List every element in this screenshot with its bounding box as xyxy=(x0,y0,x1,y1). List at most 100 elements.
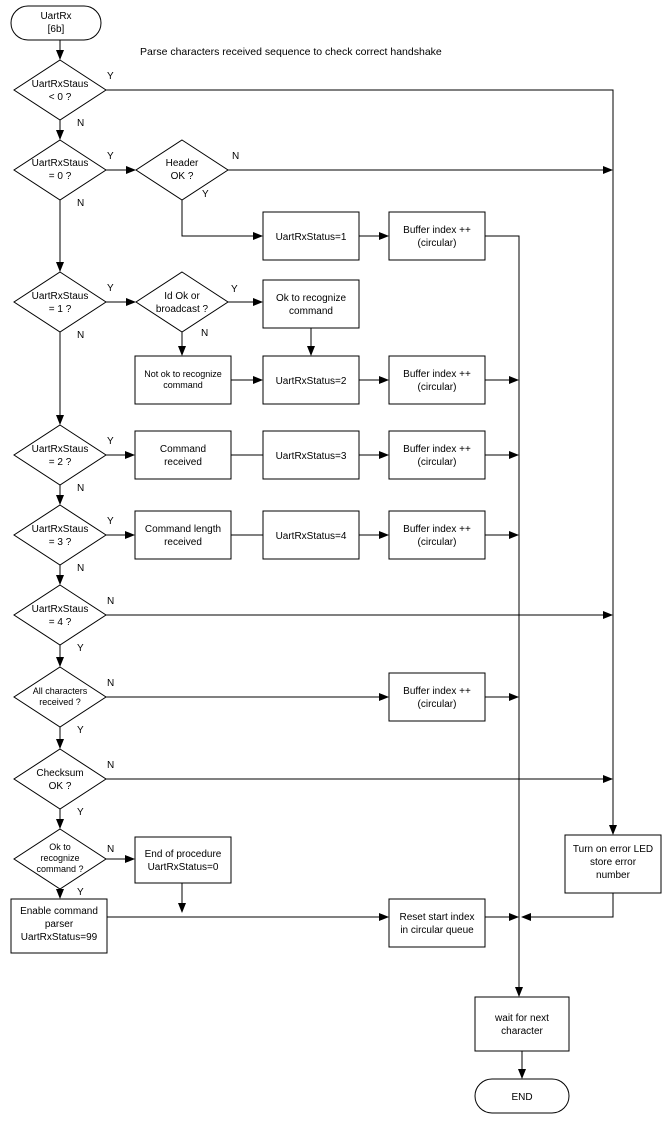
label-line: received ? xyxy=(39,697,81,707)
branch-label-n: N xyxy=(107,678,114,689)
branch-label-n: N xyxy=(77,563,84,574)
label-line: Ok to recognize xyxy=(276,293,346,304)
branch-labels: Y N Y N N Y Y N Y N Y N Y N N Y N Y N Y … xyxy=(77,71,239,898)
process-not-ok-recognize xyxy=(134,355,232,405)
process-buf1-label: Buffer index ++ (circular) xyxy=(403,225,471,249)
label-line: Turn on error LED xyxy=(573,844,653,855)
label-line: UartRxStatus=99 xyxy=(21,932,98,943)
label-line: Command length xyxy=(145,524,221,535)
branch-label-n: N xyxy=(77,483,84,494)
branch-label-y: Y xyxy=(107,151,114,162)
edge xyxy=(106,89,617,835)
label-line: number xyxy=(596,870,631,881)
branch-label-y: Y xyxy=(77,887,84,898)
label-line: (circular) xyxy=(418,537,457,548)
branch-label-n: N xyxy=(107,760,114,771)
branch-label-y: Y xyxy=(107,283,114,294)
branch-label-y: Y xyxy=(77,643,84,654)
label-line: Reset start index xyxy=(399,912,474,923)
decision-status-lt0 xyxy=(13,59,107,121)
label-line: = 4 ? xyxy=(49,617,72,628)
label-line: Enable command xyxy=(20,906,98,917)
branch-label-y: Y xyxy=(107,71,114,82)
label-line: UartRxStaus xyxy=(32,444,89,455)
process-status4-label: UartRxStatus=4 xyxy=(276,531,347,542)
process-cmd-len-received-label: Command length received xyxy=(145,524,221,548)
branch-label-n: N xyxy=(77,198,84,209)
label-line: parser xyxy=(45,919,74,930)
label-line: UartRxStaus xyxy=(32,524,89,535)
label-line: character xyxy=(501,1026,543,1037)
label-line: OK ? xyxy=(49,781,72,792)
label-line: UartRxStaus xyxy=(32,158,89,169)
label-line: command xyxy=(289,306,333,317)
label-line: UartRxStatus=0 xyxy=(148,862,219,873)
process-ok-recognize-label: Ok to recognize command xyxy=(276,293,346,317)
start-terminal xyxy=(10,5,102,41)
process-buf5 xyxy=(388,672,486,722)
label-line: UartRxStaus xyxy=(32,291,89,302)
edge xyxy=(521,893,614,921)
label-line: Buffer index ++ xyxy=(403,686,471,697)
label-line: Buffer index ++ xyxy=(403,225,471,236)
end-terminal xyxy=(474,1078,570,1114)
branch-label-y: Y xyxy=(231,284,238,295)
label-line: End of procedure xyxy=(145,849,222,860)
label-line: < 0 ? xyxy=(49,92,72,103)
decision-checksum-label: Checksum OK ? xyxy=(36,768,83,792)
process-reset-index xyxy=(388,898,486,948)
connectors xyxy=(56,40,617,1079)
label-line: (circular) xyxy=(418,457,457,468)
decision-status-eq4-label: UartRxStaus= 4 ? xyxy=(32,604,89,628)
start-terminal-label: UartRx[6b] xyxy=(40,11,71,35)
decision-status-eq0-label: UartRxStaus = 0 ? xyxy=(32,158,89,182)
label-line: = 2 ? xyxy=(49,457,72,468)
process-buf3 xyxy=(388,430,486,480)
label-line: = 0 ? xyxy=(49,171,72,182)
process-status1 xyxy=(262,211,360,261)
label-line: Header xyxy=(166,158,199,169)
branch-label-y: Y xyxy=(202,189,209,200)
label-line: command xyxy=(163,380,203,390)
label-line: Buffer index ++ xyxy=(403,524,471,535)
process-end-procedure xyxy=(134,836,232,884)
label-line: Not ok to recognize xyxy=(144,369,222,379)
branch-label-n: N xyxy=(107,596,114,607)
branch-label-n: N xyxy=(107,844,114,855)
label-line: Checksum xyxy=(36,768,83,779)
label-line: received xyxy=(164,457,202,468)
label-line: Id Ok or xyxy=(164,291,200,302)
branch-label-y: Y xyxy=(107,516,114,527)
process-status1-label: UartRxStatus=1 xyxy=(276,232,347,243)
label-line: (circular) xyxy=(418,238,457,249)
label-line: UartRxStatus=3 xyxy=(276,451,347,462)
process-buf4-label: Buffer index ++ (circular) xyxy=(403,524,471,548)
branch-label-n: N xyxy=(77,118,84,129)
label-line: (circular) xyxy=(418,699,457,710)
label-line: END xyxy=(511,1092,532,1103)
label-line: Command xyxy=(160,444,206,455)
decision-status-eq3-label: UartRxStaus= 3 ? xyxy=(32,524,89,548)
label-line: received xyxy=(164,537,202,548)
process-status2 xyxy=(262,355,360,405)
decision-status-eq0 xyxy=(13,139,107,201)
label-line: [6b] xyxy=(48,24,65,35)
branch-label-n: N xyxy=(77,330,84,341)
label-line: = 1 ? xyxy=(49,304,72,315)
edge xyxy=(485,235,523,997)
process-status3 xyxy=(262,430,360,480)
process-status4 xyxy=(262,510,360,560)
decision-status-eq2-label: UartRxStaus = 2 ? xyxy=(32,444,89,468)
decision-status-lt0-label: UartRxStaus< 0 ? xyxy=(32,79,89,103)
process-buf4 xyxy=(388,510,486,560)
process-wait-next xyxy=(474,996,570,1052)
process-buf2 xyxy=(388,355,486,405)
